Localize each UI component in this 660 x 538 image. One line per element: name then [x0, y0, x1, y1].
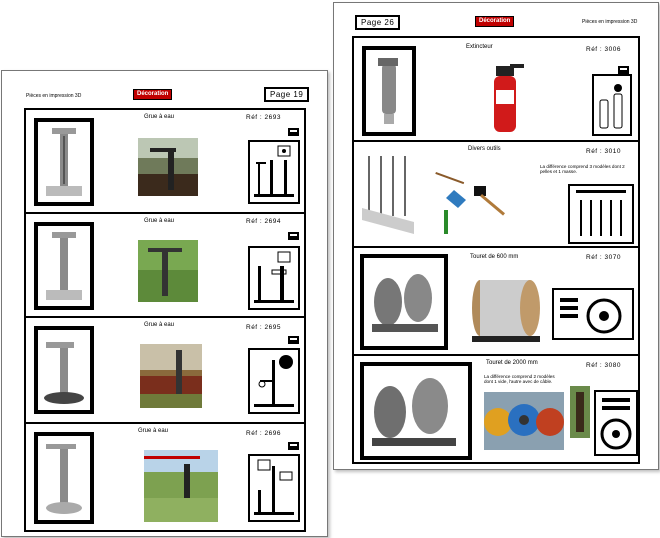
- item-note: La différence comprend 2 modèles dont 1 …: [484, 374, 555, 385]
- item-reference: Réf : 3010: [586, 148, 621, 155]
- catalog-page-19: Pièces en impression 3D Décoration Page …: [1, 70, 328, 537]
- model-render-image: [34, 432, 94, 524]
- water-crane-diagram-icon: [248, 454, 300, 522]
- cable-reel-diagram-icon: [594, 390, 638, 456]
- printer-icon: [288, 336, 299, 344]
- item-title: Grue à eau: [144, 114, 175, 120]
- catalog-item[interactable]: Grue à eau Réf : 2693: [26, 110, 304, 214]
- model-render-image: [360, 254, 448, 350]
- item-reference: Réf : 2693: [246, 114, 281, 121]
- printer-icon: [618, 66, 629, 74]
- water-crane-diagram-icon: [248, 348, 300, 414]
- items-frame: Extincteur Réf : 3006 Divers outils Réf …: [352, 36, 640, 464]
- catalog-item[interactable]: Grue à eau Réf : 2694: [26, 214, 304, 318]
- model-render-image: [360, 148, 416, 236]
- catalog-page-26: Page 26 Décoration Pièces en impression …: [333, 2, 659, 470]
- item-photo: [140, 344, 202, 408]
- printer-icon: [288, 442, 299, 450]
- water-crane-diagram-icon: [248, 246, 300, 310]
- item-reference: Réf : 2695: [246, 324, 281, 331]
- item-photo: [144, 450, 218, 522]
- decoration-badge: Décoration: [475, 16, 515, 27]
- catalog-item[interactable]: Touret de 2000 mm Réf : 3080 La différen…: [354, 356, 638, 460]
- printer-icon: [288, 232, 299, 240]
- item-photo: [138, 138, 198, 196]
- item-title: Grue à eau: [144, 218, 175, 224]
- item-title: Grue à eau: [144, 322, 175, 328]
- item-title: Divers outils: [468, 146, 501, 152]
- catalog-item[interactable]: Grue à eau Réf : 2695: [26, 318, 304, 424]
- model-render-image: [362, 46, 416, 136]
- item-photo: [480, 60, 528, 136]
- water-crane-diagram-icon: [248, 140, 300, 204]
- item-reference: Réf : 2696: [246, 430, 281, 437]
- extinguisher-diagram-icon: [592, 74, 632, 136]
- item-photo: [434, 160, 524, 242]
- item-reference: Réf : 3006: [586, 46, 621, 53]
- item-reference: Réf : 2694: [246, 218, 281, 225]
- catalog-item[interactable]: Touret de 600 mm Réf : 3070: [354, 248, 638, 356]
- printer-icon: [288, 128, 299, 136]
- catalog-item[interactable]: Grue à eau Réf : 2696: [26, 424, 304, 528]
- tools-diagram-icon: [568, 184, 634, 244]
- items-frame: Grue à eau Réf : 2693 Grue à eau Réf : 2…: [24, 108, 306, 532]
- item-title: Touret de 600 mm: [470, 254, 519, 260]
- model-render-image: [34, 118, 94, 206]
- model-render-image: [360, 362, 472, 460]
- cable-reel-diagram-icon: [552, 288, 634, 340]
- item-title: Touret de 2000 mm: [486, 360, 538, 366]
- item-reference: Réf : 3070: [586, 254, 621, 261]
- page-number-box: Page 26: [355, 15, 401, 30]
- item-photo: [138, 240, 198, 302]
- header-left-text: Pièces en impression 3D: [26, 93, 82, 99]
- model-render-image: [34, 222, 94, 310]
- decoration-badge: Décoration: [133, 89, 173, 100]
- page-number-box: Page 19: [264, 87, 310, 102]
- item-photo-small: [570, 386, 590, 438]
- header-right-text: Pièces en impression 3D: [582, 19, 638, 25]
- item-note: La différence comprend 3 modèles dont 2 …: [540, 164, 625, 175]
- item-photo: [466, 270, 548, 348]
- catalog-item[interactable]: Extincteur Réf : 3006: [354, 38, 638, 142]
- item-photo: [484, 392, 564, 450]
- item-reference: Réf : 3080: [586, 362, 621, 369]
- model-render-image: [34, 326, 94, 414]
- item-title: Extincteur: [466, 44, 493, 50]
- catalog-item[interactable]: Divers outils Réf : 3010 La différence c…: [354, 142, 638, 248]
- item-title: Grue à eau: [138, 428, 169, 434]
